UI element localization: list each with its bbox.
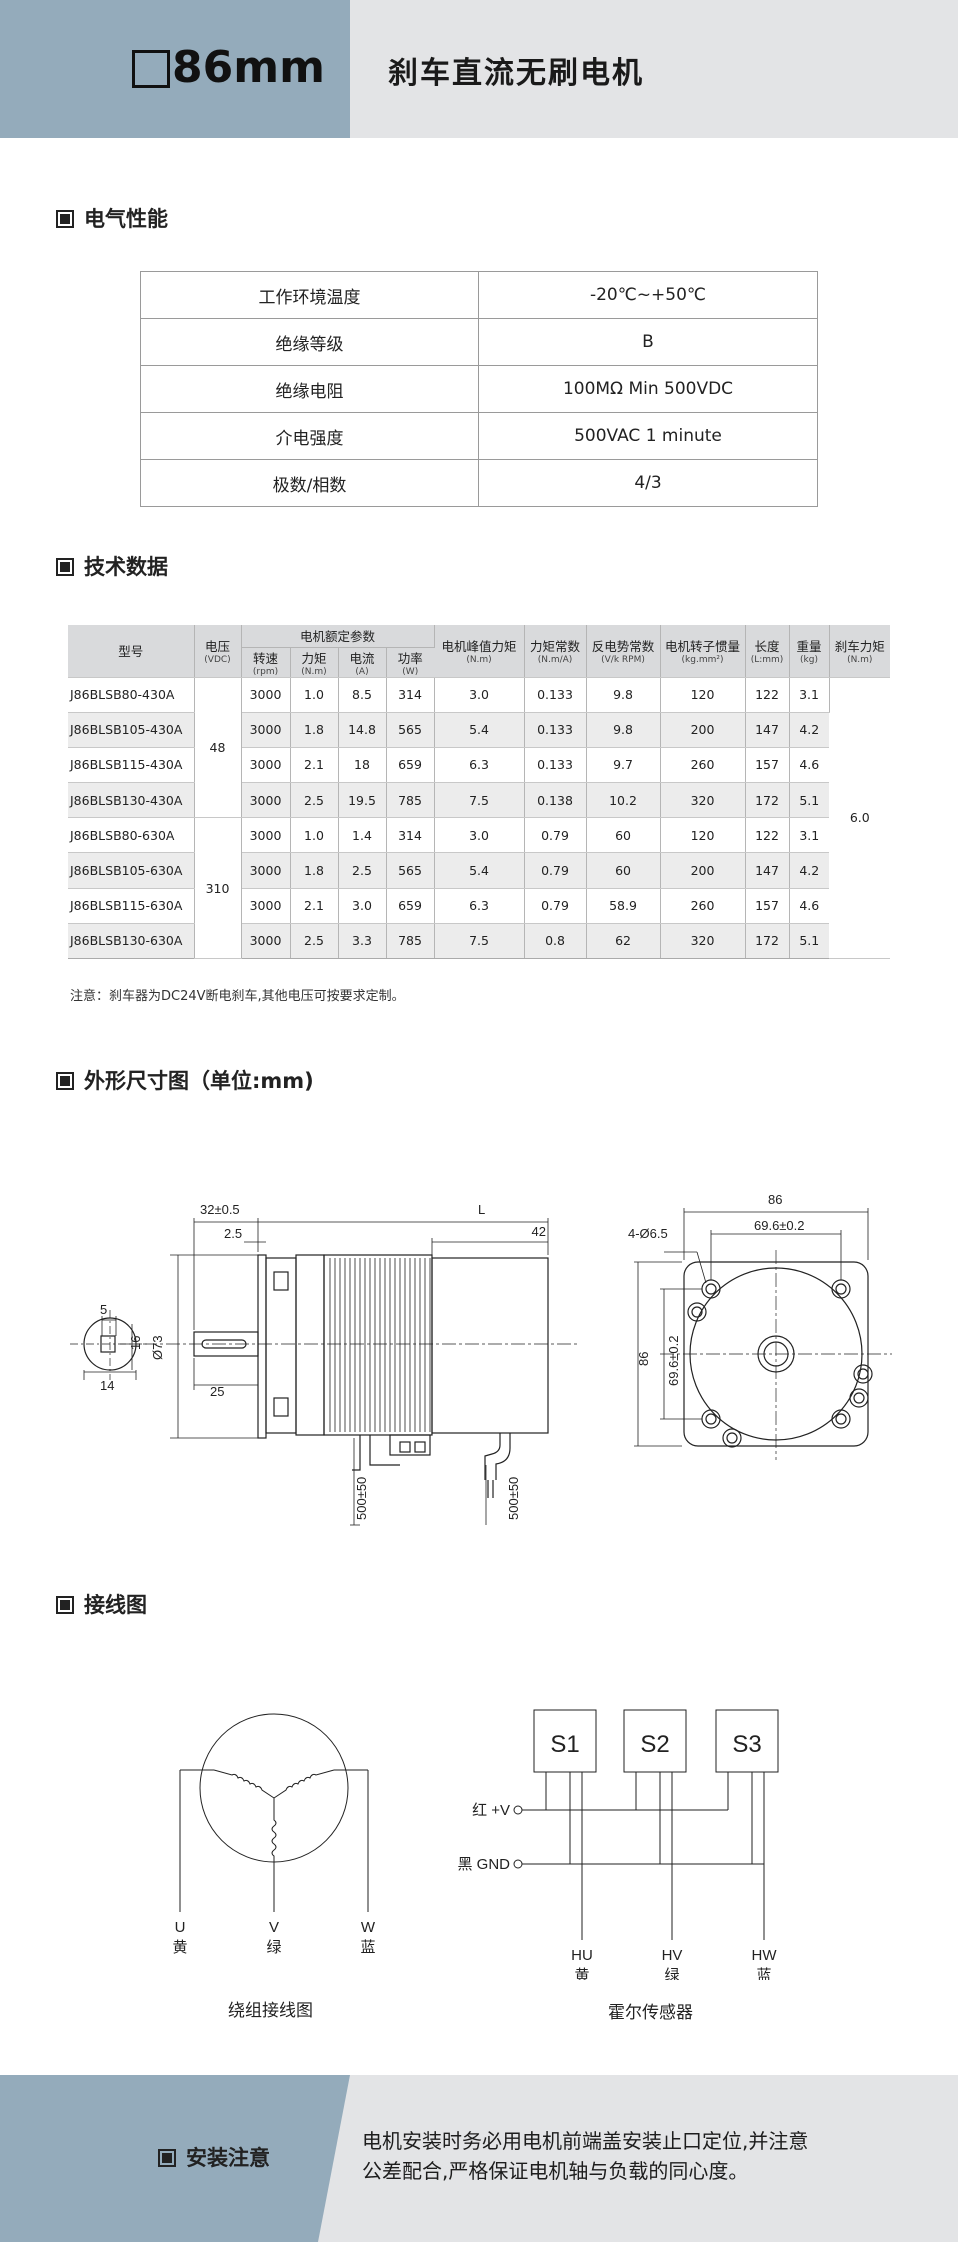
size-panel: 86mm bbox=[0, 0, 350, 138]
col-inertia: 电机转子惯量(kg.mm²) bbox=[660, 625, 746, 678]
col-brake: 刹车力矩(N.m) bbox=[829, 625, 891, 678]
caption-hall: 霍尔传感器 bbox=[608, 2003, 693, 2023]
svg-text:蓝: 蓝 bbox=[756, 1967, 771, 1980]
col-peak: 电机峰值力矩(N.m) bbox=[434, 625, 525, 678]
section-bullet-icon bbox=[56, 210, 74, 228]
svg-text:红 +V: 红 +V bbox=[472, 1802, 510, 1819]
col-voltage: 电压(VDC) bbox=[194, 625, 242, 678]
svg-text:S1: S1 bbox=[550, 1731, 579, 1758]
wiring-diagram: U 黄 V 绿 W 蓝 绕组接线图 S1 S2 S3 红 +V 黑 GND HU… bbox=[172, 1709, 779, 1980]
svg-text:黄: 黄 bbox=[574, 1967, 589, 1980]
svg-text:绿: 绿 bbox=[266, 1939, 281, 1956]
winding-diagram bbox=[179, 1713, 369, 1912]
dimension-drawing: 32±0.5 L 2.5 42 5 16 14 Ø73 25 500±50 50… bbox=[70, 1192, 892, 1526]
page-title: 刹车直流无刷电机 bbox=[388, 56, 644, 91]
svg-text:2.5: 2.5 bbox=[224, 1226, 242, 1241]
install-note-banner: 安装注意 电机安装时务必用电机前端盖安装止口定位,并注意 公差配合,严格保证电机… bbox=[0, 2075, 958, 2242]
dimension-text: 32±0.5 L 2.5 42 5 16 14 Ø73 25 500±50 50… bbox=[100, 1192, 805, 1520]
frame-size: 86mm bbox=[172, 42, 325, 93]
section-bullet-icon bbox=[158, 2149, 176, 2167]
voltage-cell: 310 bbox=[194, 817, 242, 959]
col-torque: 力矩(N.m) bbox=[290, 647, 339, 678]
svg-text:69.6±0.2: 69.6±0.2 bbox=[754, 1218, 805, 1233]
voltage-cell: 48 bbox=[194, 677, 242, 819]
hall-labels: S1 S2 S3 红 +V 黑 GND HU 黄 HV 绿 HW 蓝 bbox=[457, 1731, 777, 1980]
col-ke: 反电势常数(V/k RPM) bbox=[586, 625, 661, 678]
svg-text:HU: HU bbox=[571, 1947, 593, 1964]
col-kt: 力矩常数(N.m/A) bbox=[524, 625, 587, 678]
svg-text:5: 5 bbox=[100, 1302, 107, 1317]
tech-data-table: 型号 电压(VDC) 电机额定参数 电机峰值力矩(N.m) 力矩常数(N.m/A… bbox=[68, 625, 891, 960]
hall-sensor-diagram bbox=[513, 1709, 779, 1940]
section-bullet-icon bbox=[56, 558, 74, 576]
winding-labels: U 黄 V 绿 W 蓝 绕组接线图 bbox=[172, 1919, 376, 1956]
section-bullet-icon bbox=[56, 1072, 74, 1090]
col-speed: 转速(rpm) bbox=[241, 647, 291, 678]
svg-text:S2: S2 bbox=[640, 1731, 669, 1758]
dimension-lines bbox=[83, 1218, 549, 1526]
svg-text:HW: HW bbox=[752, 1947, 778, 1964]
svg-text:42: 42 bbox=[532, 1224, 546, 1239]
square-symbol-icon bbox=[132, 50, 170, 88]
svg-text:蓝: 蓝 bbox=[360, 1939, 375, 1956]
col-rated-group: 电机额定参数 bbox=[241, 625, 435, 648]
svg-text:S3: S3 bbox=[732, 1731, 761, 1758]
svg-text:绿: 绿 bbox=[664, 1967, 679, 1980]
motor-side-view bbox=[70, 1254, 580, 1498]
svg-text:16: 16 bbox=[128, 1336, 143, 1350]
col-current: 电流(A) bbox=[338, 647, 387, 678]
col-weight: 重量(kg) bbox=[789, 625, 830, 678]
footnote: 注意：刹车器为DC24V断电刹车,其他电压可按要求定制。 bbox=[70, 989, 405, 1004]
caption-winding: 绕组接线图 bbox=[228, 2001, 313, 2021]
svg-text:黑 GND: 黑 GND bbox=[457, 1856, 510, 1873]
svg-text:32±0.5: 32±0.5 bbox=[200, 1202, 240, 1217]
section-bullet-icon bbox=[56, 1596, 74, 1614]
brake-torque-cell: 6.0 bbox=[829, 677, 891, 959]
col-model: 型号 bbox=[68, 625, 195, 678]
svg-text:黄: 黄 bbox=[172, 1939, 187, 1956]
install-note-text: 电机安装时务必用电机前端盖安装止口定位,并注意 公差配合,严格保证电机轴与负载的… bbox=[362, 2129, 809, 2183]
svg-text:14: 14 bbox=[100, 1378, 114, 1393]
svg-text:86: 86 bbox=[768, 1192, 782, 1207]
svg-text:25: 25 bbox=[210, 1384, 224, 1399]
table-row: 工作环境温度-20℃~+50℃ bbox=[140, 271, 818, 319]
svg-text:500±50: 500±50 bbox=[354, 1477, 369, 1520]
svg-text:HV: HV bbox=[662, 1947, 683, 1964]
svg-text:W: W bbox=[361, 1919, 376, 1936]
motor-front-view bbox=[660, 1250, 892, 1460]
svg-text:U: U bbox=[175, 1919, 186, 1936]
header-banner: 86mm 刹车直流无刷电机 bbox=[0, 0, 958, 138]
svg-text:500±50: 500±50 bbox=[506, 1477, 521, 1520]
svg-text:Ø73: Ø73 bbox=[150, 1335, 165, 1360]
svg-text:V: V bbox=[269, 1919, 279, 1936]
col-power: 功率(W) bbox=[386, 647, 435, 678]
svg-text:L: L bbox=[478, 1202, 485, 1217]
svg-text:69.6±0.2: 69.6±0.2 bbox=[666, 1335, 681, 1386]
front-dimension-lines bbox=[634, 1208, 869, 1447]
svg-text:4-Ø6.5: 4-Ø6.5 bbox=[628, 1226, 668, 1241]
svg-text:86: 86 bbox=[636, 1352, 651, 1366]
col-length: 长度(L:mm) bbox=[745, 625, 790, 678]
